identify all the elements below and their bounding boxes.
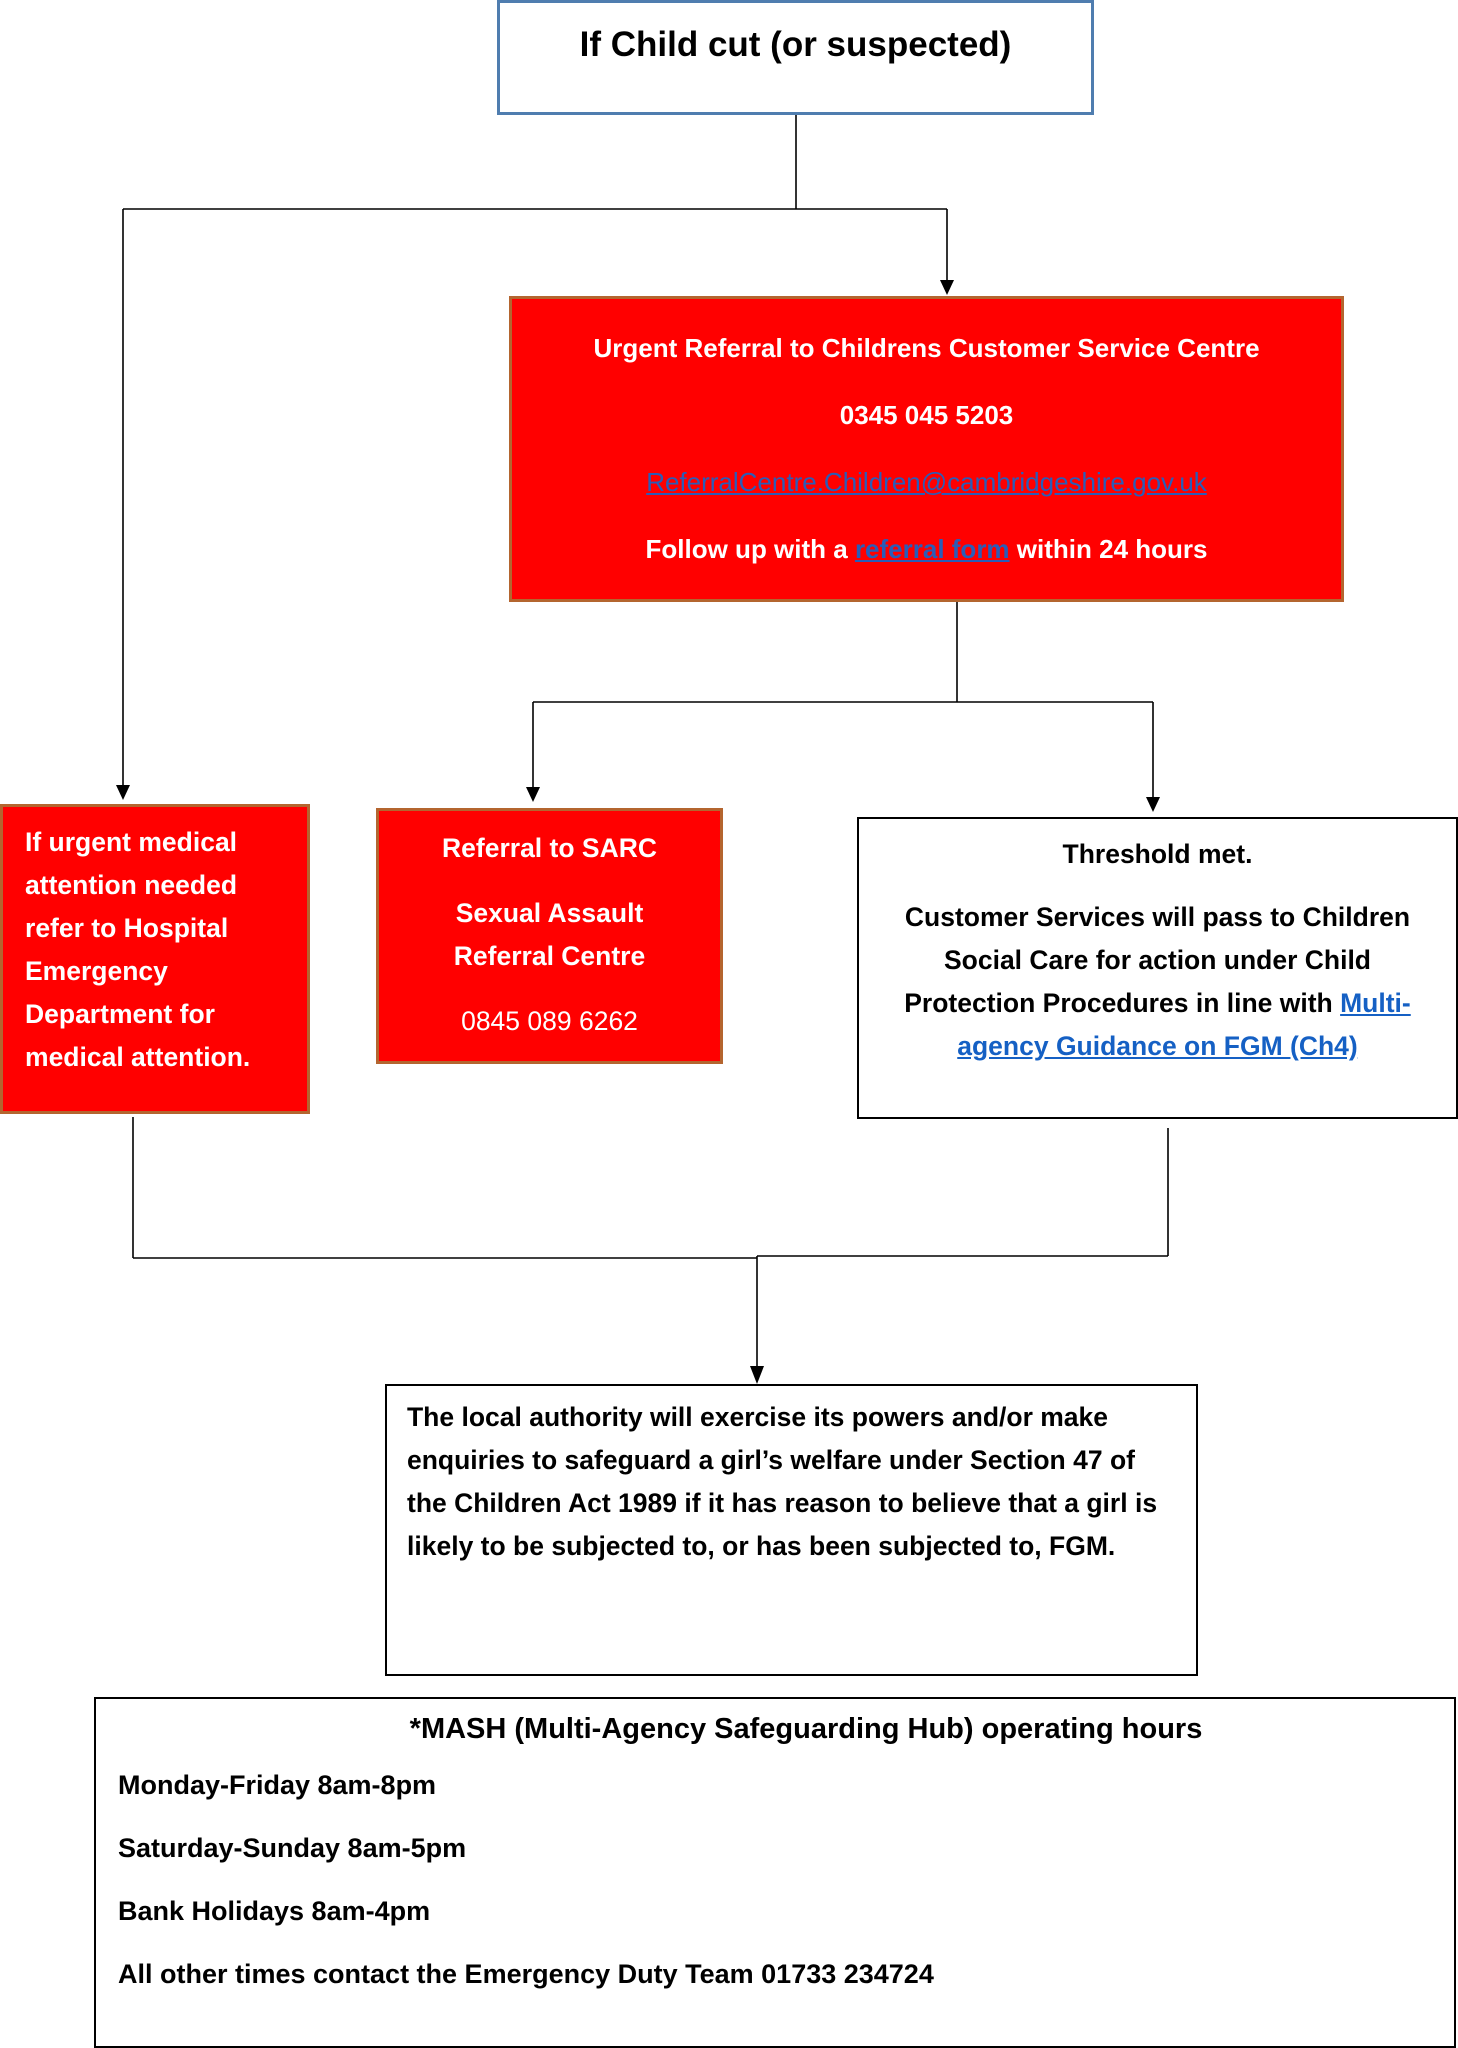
start-title: If Child cut (or suspected) — [579, 25, 1012, 64]
urgent-referral-box: Urgent Referral to Childrens Customer Se… — [509, 296, 1344, 602]
urgent-referral-heading: Urgent Referral to Childrens Customer Se… — [593, 333, 1260, 363]
fgm-guidance-link[interactable]: Multi-agency Guidance on FGM (Ch4) — [957, 988, 1411, 1061]
follow-up-text: Follow up with a referral form within 24… — [645, 534, 1208, 564]
mash-title: *MASH (Multi-Agency Safeguarding Hub) op… — [409, 1713, 1203, 1745]
mash-line-weekdays: Monday-Friday 8am-8pm — [118, 1770, 437, 1800]
mash-line-bank-holidays: Bank Holidays 8am-4pm — [118, 1896, 431, 1926]
sarc-heading: Referral to SARC — [442, 833, 657, 863]
mash-hours-box: *MASH (Multi-Agency Safeguarding Hub) op… — [94, 1697, 1456, 2048]
threshold-body: Customer Services will pass to Children … — [904, 902, 1411, 1061]
medical-attention-box: If urgent medical attention needed refer… — [0, 804, 310, 1114]
threshold-heading: Threshold met. — [1062, 839, 1253, 869]
start-box: If Child cut (or suspected) — [497, 0, 1094, 115]
urgent-referral-phone: 0345 045 5203 — [839, 400, 1014, 430]
sarc-subheading: Sexual Assault Referral Centre — [453, 898, 646, 971]
referral-form-link[interactable]: referral form — [854, 534, 1010, 564]
threshold-met-box: Threshold met. Customer Services will pa… — [857, 817, 1458, 1119]
local-authority-box: The local authority will exercise its po… — [385, 1384, 1198, 1676]
sarc-box: Referral to SARC Sexual Assault Referral… — [376, 808, 723, 1064]
local-authority-text: The local authority will exercise its po… — [407, 1402, 1158, 1561]
mash-line-emergency: All other times contact the Emergency Du… — [118, 1959, 934, 1989]
sarc-phone: 0845 089 6262 — [461, 1006, 638, 1036]
mash-line-weekends: Saturday-Sunday 8am-5pm — [118, 1833, 467, 1863]
referral-email-link[interactable]: ReferralCentre.Children@cambridgeshire.g… — [646, 467, 1207, 497]
medical-attention-text: If urgent medical attention needed refer… — [25, 827, 251, 1072]
